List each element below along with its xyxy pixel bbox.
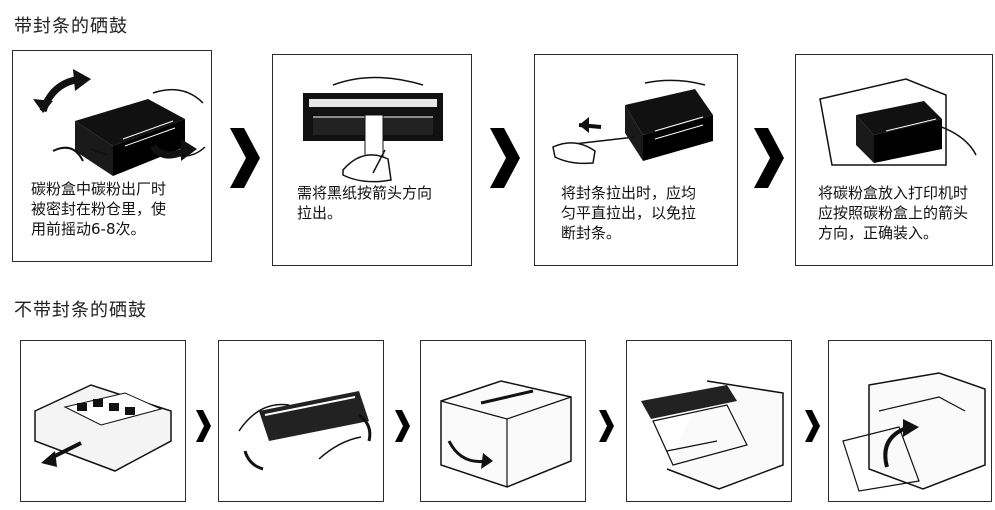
caption-line: 断封条。 [561, 224, 622, 242]
step-card-insert: 将碳粉盒放入打印机时 应按照碳粉盒上的箭头 方向，正确装入。 [795, 54, 993, 266]
caption-line: 方向，正确装入。 [818, 224, 939, 242]
step-card-close-printer [828, 340, 992, 502]
chevron-right-icon [490, 128, 520, 188]
pull-seal-strip-illustration [552, 79, 713, 165]
caption-line: 被密封在粉仓里，使 [31, 200, 167, 218]
caption-line: 应按照碳粉盒上的箭头 [818, 204, 969, 222]
caption-line: 将碳粉盒放入打印机时 [818, 184, 969, 202]
insert-cartridge-into-printer-illustration [641, 380, 784, 490]
caption-line: 拉出。 [297, 204, 343, 222]
open-printer-cover-illustration [440, 380, 572, 488]
section-title-sealed: 带封条的硒鼓 [14, 16, 128, 37]
step-card-pull-seal: 将封条拉出时，应均 匀平直拉出，以免拉 断封条。 [534, 54, 738, 266]
insert-cartridge-illustration [819, 78, 977, 166]
step-card-rotate [218, 340, 384, 502]
step-card-unbag [20, 340, 186, 502]
close-printer-cover-illustration [842, 372, 986, 492]
step-card-open-printer [420, 340, 586, 502]
shake-cartridge-illustration [33, 69, 206, 176]
step-card-pull-paper: 需将黑纸按箭头方向 拉出。 [272, 54, 472, 266]
chevron-right-icon [599, 410, 614, 442]
remove-cartridge-from-bag-illustration [34, 384, 172, 472]
step-card-insert-printer [626, 340, 792, 502]
pull-black-paper-illustration [303, 76, 443, 183]
caption-line: 需将黑纸按箭头方向 [297, 184, 433, 202]
chevron-right-icon [230, 128, 260, 188]
chevron-right-icon [754, 128, 784, 188]
chevron-right-icon [196, 410, 211, 442]
chevron-right-icon [805, 410, 820, 442]
step-card-shake: 碳粉盒中碳粉出厂时 被密封在粉仓里，使 用前摇动6-8次。 [12, 50, 212, 262]
caption-line: 用前摇动6-8次。 [31, 220, 146, 238]
caption-line: 匀平直拉出，以免拉 [561, 204, 697, 222]
rotate-cartridge-illustration [238, 391, 372, 471]
caption-line: 碳粉盒中碳粉出厂时 [31, 180, 167, 198]
chevron-right-icon [395, 410, 410, 442]
caption-line: 将封条拉出时，应均 [561, 184, 697, 202]
section-title-unsealed: 不带封条的硒鼓 [14, 300, 147, 321]
